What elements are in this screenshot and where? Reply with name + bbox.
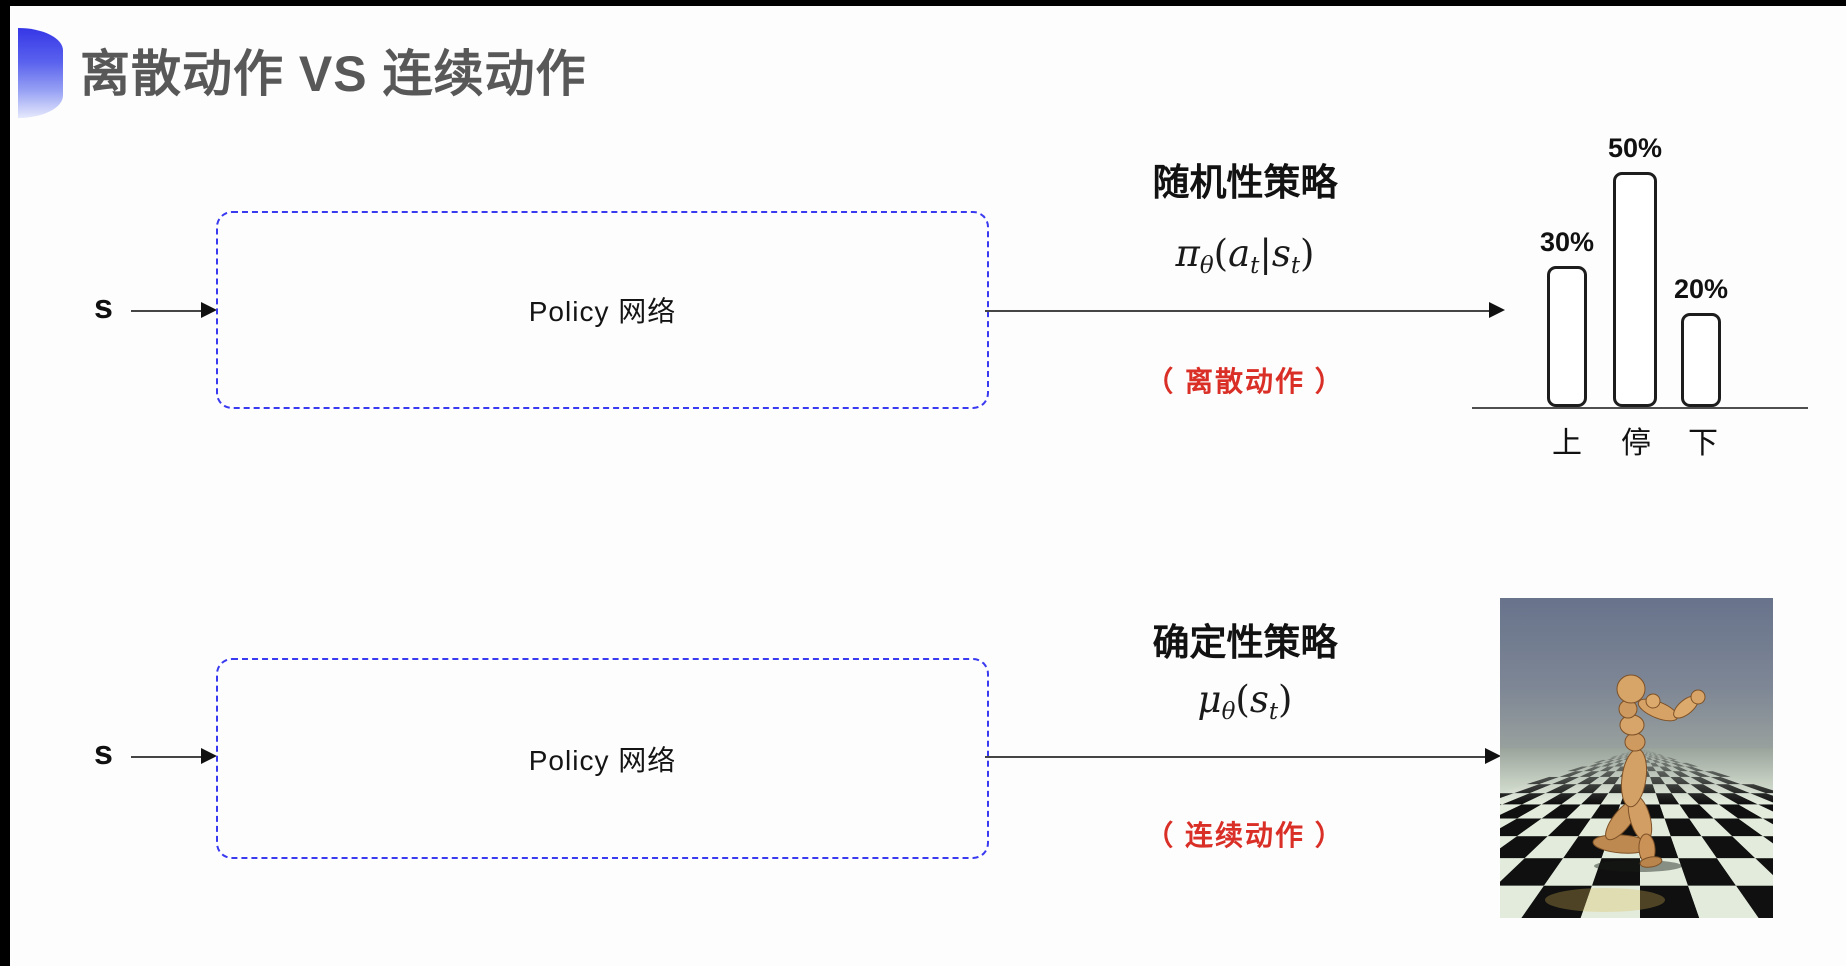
category-label-down: 下 <box>1688 427 1718 460</box>
formula-paren: ( <box>1213 232 1229 275</box>
stochastic-policy-formula: πθ(at|st) <box>1060 232 1430 279</box>
bar-value-label: 50% <box>1607 133 1663 163</box>
arrow-state-to-policy-bottom <box>131 756 202 758</box>
title-bullet-decoration <box>18 28 63 118</box>
deterministic-policy-title: 确定性策略 <box>1152 622 1338 663</box>
mujoco-humanoid-image <box>1500 598 1773 918</box>
category-label-stop: 停 <box>1621 427 1651 460</box>
bar-value-label: 20% <box>1673 274 1729 304</box>
chart-baseline <box>1472 407 1808 409</box>
arrow-policy-to-output-bottom <box>985 756 1485 758</box>
arrow-state-to-policy-top <box>131 310 202 312</box>
policy-network-box-top: Policy 网络 <box>216 211 989 409</box>
arrowhead-icon <box>201 748 217 764</box>
arrowhead-icon <box>1489 302 1505 318</box>
formula-arg: a <box>1228 232 1251 275</box>
formula-bar: | <box>1259 232 1272 275</box>
bar-stop <box>1613 172 1657 407</box>
arrowhead-icon <box>1485 748 1501 764</box>
policy-network-box-bottom: Policy 网络 <box>216 658 989 859</box>
humanoid-robot-figure <box>1592 674 1706 872</box>
formula-subscript: t <box>1268 698 1279 725</box>
formula-paren: ( <box>1235 678 1250 721</box>
formula-arg: s <box>1249 678 1269 721</box>
bar-value-label: 30% <box>1539 227 1595 257</box>
bar-group: 20% <box>1674 274 1728 407</box>
action-probability-bar-chart: 30% 50% 20% 上 停 下 <box>1472 98 1808 460</box>
formula-subscript: t <box>1250 252 1260 279</box>
discrete-action-note: （ 离散动作 ） <box>1145 366 1345 397</box>
formula-paren: ) <box>1278 678 1293 721</box>
formula-symbol: π <box>1175 232 1200 275</box>
page-title: 离散动作 VS 连续动作 <box>80 46 587 102</box>
bar-up <box>1547 266 1587 407</box>
state-input-label-top: s <box>94 288 113 326</box>
policy-network-label-top: Policy 网络 <box>528 296 677 327</box>
bar-group: 30% <box>1540 227 1594 407</box>
formula-symbol: μ <box>1197 678 1222 721</box>
arrowhead-icon <box>201 302 217 318</box>
bar-group: 50% <box>1608 133 1662 407</box>
formula-subscript: θ <box>1221 698 1236 725</box>
bar-down <box>1681 313 1721 407</box>
stochastic-policy-title: 随机性策略 <box>1152 162 1338 203</box>
top-black-border <box>0 0 1846 6</box>
left-black-border <box>0 0 10 966</box>
state-input-label-bottom: s <box>94 734 113 772</box>
formula-arg: s <box>1271 232 1291 275</box>
category-label-up: 上 <box>1552 427 1582 460</box>
arrow-policy-to-output-top <box>985 310 1489 312</box>
policy-network-label-bottom: Policy 网络 <box>528 744 677 776</box>
formula-subscript: t <box>1290 252 1301 279</box>
formula-subscript: θ <box>1199 252 1214 279</box>
deterministic-policy-formula: μθ(st) <box>1060 678 1430 725</box>
formula-paren: ) <box>1300 232 1315 275</box>
continuous-action-note: （ 连续动作 ） <box>1145 820 1345 851</box>
